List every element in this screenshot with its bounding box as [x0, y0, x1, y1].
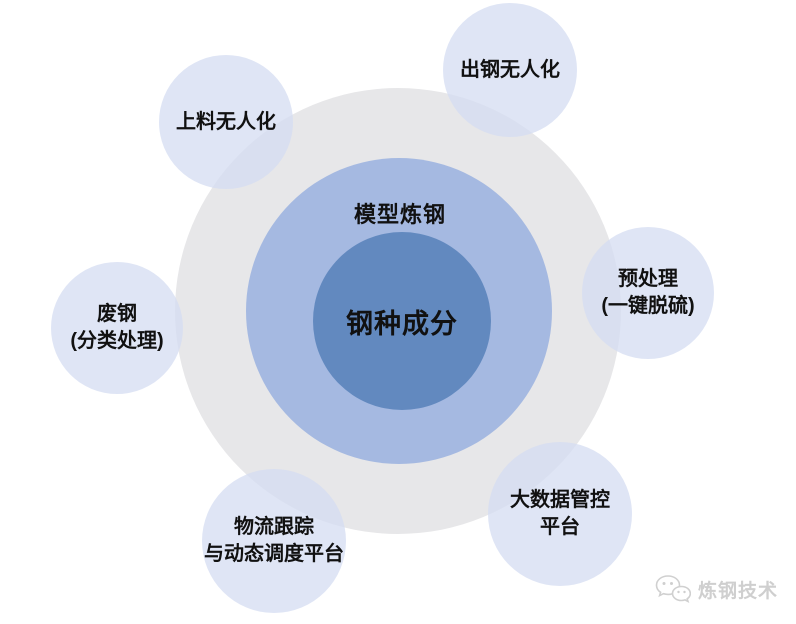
satellite-circle-pretreatment: 预处理 (一键脱硫) — [582, 227, 714, 359]
satellite-circle-bigdata: 大数据管控 平台 — [488, 442, 632, 586]
satellite-circle-scrap: 废钢 (分类处理) — [51, 262, 183, 394]
center-circle: 钢种成分 — [313, 232, 491, 410]
middle-ring-label: 模型炼钢 — [353, 202, 447, 227]
satellite-label: 预处理 (一键脱硫) — [601, 268, 695, 317]
satellite-circle-feeding: 上料无人化 — [159, 55, 293, 189]
watermark: 炼钢技术 — [655, 574, 778, 604]
wechat-logo-icon — [655, 575, 691, 603]
satellite-circle-logistics: 物流跟踪 与动态调度平台 — [202, 469, 346, 613]
satellite-label: 大数据管控 平台 — [510, 489, 610, 538]
satellite-label: 物流跟踪 与动态调度平台 — [204, 516, 344, 565]
satellite-label: 上料无人化 — [176, 110, 276, 133]
satellite-label: 出钢无人化 — [460, 58, 560, 81]
satellite-label: 废钢 (分类处理) — [70, 303, 164, 352]
watermark-label: 炼钢技术 — [697, 580, 778, 602]
center-label: 钢种成分 — [346, 308, 458, 339]
satellite-circle-tapping: 出钢无人化 — [443, 3, 577, 137]
